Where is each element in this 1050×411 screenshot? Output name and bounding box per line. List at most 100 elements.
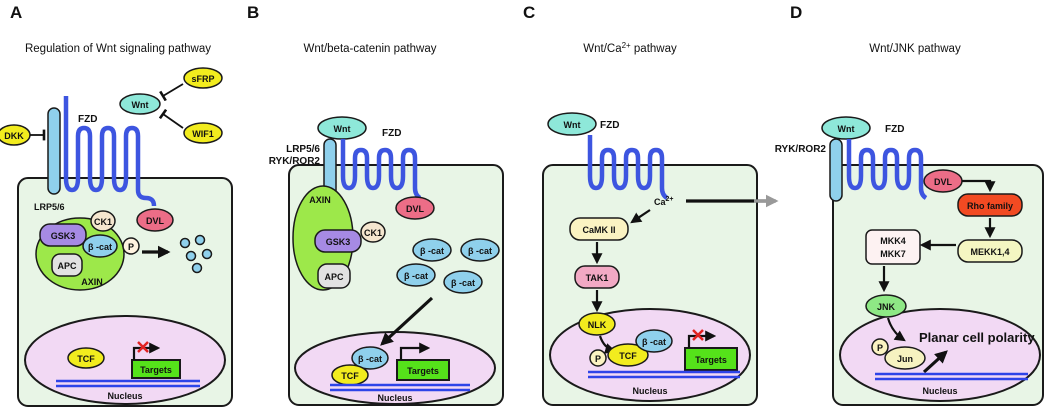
- panel-b: B Wnt/beta-catenin pathway Wnt LRP5/6 RY…: [247, 3, 504, 406]
- panel-d-fzd-label: FZD: [885, 124, 904, 135]
- panel-d-mkk4-label: MKK4: [880, 236, 906, 246]
- panel-a-tcf: [67, 347, 105, 369]
- panel-d-mekk: [957, 239, 1023, 263]
- panel-b-dvl: [395, 196, 435, 220]
- panel-d-letter: D: [790, 3, 802, 22]
- panel-a-title: Regulation of Wnt signaling pathway: [25, 43, 211, 55]
- panel-a-gsk3-label: GSK3: [51, 231, 76, 241]
- panel-c-ca-label: Ca2+: [654, 196, 674, 207]
- panel-d-dvl-label: DVL: [934, 177, 953, 187]
- panel-a-targets: [131, 359, 181, 379]
- panel-b-title: Wnt/beta-catenin pathway: [304, 43, 437, 55]
- panel-a-lrp: [47, 107, 61, 195]
- panel-d-rho-label: Rho family: [967, 201, 1013, 211]
- panel-c-nlk: [578, 312, 616, 336]
- panel-c-nlk-label: NLK: [588, 320, 607, 330]
- panel-a-sfrp: [183, 67, 223, 89]
- panel-a-lrp-label: LRP5/6: [34, 202, 65, 212]
- panel-d-phospho: [871, 338, 889, 356]
- panel-a-wif1-label: WIF1: [192, 129, 214, 139]
- panel-b-bcat-1: [412, 238, 452, 262]
- panel-b-nucleus-label: Nucleus: [377, 393, 412, 403]
- panel-b-bcat-2-label: β -cat: [468, 246, 492, 256]
- panel-c-letter: C: [523, 3, 535, 22]
- panel-d-jun: [884, 346, 926, 370]
- panel-b-dvl-label: DVL: [406, 204, 425, 214]
- panel-a-transcription-arrow: [132, 342, 161, 360]
- panel-b-apc-label: APC: [324, 272, 344, 282]
- panel-b-nuclear-bcat-label: β -cat: [358, 354, 382, 364]
- panel-b-bcat-3-label: β -cat: [404, 271, 428, 281]
- panel-a-ck1-label: CK1: [94, 217, 112, 227]
- panel-b-nuclear-bcat: [351, 346, 389, 370]
- panel-a-bcat: [82, 234, 118, 258]
- panel-a-wnt: [119, 93, 161, 115]
- panel-d-wnt-label: Wnt: [838, 124, 855, 134]
- panel-c-bcat: [635, 329, 673, 353]
- panel-b-gsk3: [314, 229, 362, 253]
- panel-c-tak1: [574, 265, 620, 289]
- panel-a-blocked-mark: [137, 341, 149, 353]
- panel-a-fzd-label: FZD: [78, 114, 97, 125]
- panel-d-fzd: [846, 139, 928, 200]
- panel-d-nucleus-label: Nucleus: [922, 386, 957, 396]
- panel-b-apc: [317, 263, 351, 289]
- panel-a-letter: A: [10, 3, 22, 22]
- panel-c-fzd: [587, 135, 669, 200]
- panel-d-jun-label: Jun: [897, 354, 913, 364]
- panel-d-mkk7-label: MKK7: [880, 249, 906, 259]
- panel-a-nucleus-label: Nucleus: [107, 391, 142, 401]
- panel-d-mkk: [865, 229, 921, 265]
- panel-b-bcat-4: [443, 270, 483, 294]
- panel-a-phospho-label: P: [128, 242, 134, 252]
- panel-a-sfrp-label: sFRP: [191, 74, 214, 84]
- panel-b-gsk3-label: GSK3: [326, 237, 351, 247]
- panel-a-axin-label: AXIN: [81, 277, 103, 287]
- panel-b-lrp-label: LRP5/6: [286, 144, 320, 155]
- panel-b-transcription-arrow: [399, 342, 431, 360]
- panel-d-jnk-label: JNK: [877, 302, 896, 312]
- panel-b-axin-label: AXIN: [309, 195, 331, 205]
- panel-b-bcat-1-label: β -cat: [420, 246, 444, 256]
- panel-a-gsk3: [39, 223, 87, 247]
- panel-a-wnt-label: Wnt: [132, 100, 149, 110]
- panel-c: C Wnt/Ca2+ pathway Wnt FZD Ca2+ CaMK II …: [523, 3, 779, 406]
- panel-b-letter: B: [247, 3, 259, 22]
- panel-d-wnt: [821, 116, 871, 140]
- panel-d-phospho-label: P: [877, 343, 883, 353]
- panel-c-tcf: [607, 343, 649, 367]
- panel-c-wnt: [547, 112, 597, 136]
- panel-d-ryk: [829, 138, 843, 202]
- panel-b-tcf-label: TCF: [341, 371, 359, 381]
- panel-b-translocation-arrow: [380, 296, 434, 346]
- panel-b-wnt-label: Wnt: [334, 124, 351, 134]
- panel-c-wnt-label: Wnt: [564, 120, 581, 130]
- panel-d: D Wnt/JNK pathway Wnt RYK/ROR2 FZD DVL R…: [775, 3, 1044, 406]
- panel-d-ryk-label: RYK/ROR2: [775, 144, 827, 155]
- panel-c-tcf-label: TCF: [619, 351, 637, 361]
- panel-b-fzd: [340, 139, 422, 200]
- panel-c-transcription-arrow: [687, 330, 717, 348]
- panel-b-targets: [396, 359, 450, 381]
- panel-b-fzd-label: FZD: [382, 128, 401, 139]
- panel-c-nucleus-label: Nucleus: [632, 386, 667, 396]
- panel-b-ryk-label: RYK/ROR2: [269, 156, 321, 167]
- panel-c-targets: [684, 347, 738, 371]
- panel-a: A Regulation of Wnt signaling pathway Wn…: [0, 3, 233, 407]
- panel-d-pcp-label: Planar cell polarity: [919, 330, 1035, 345]
- panel-b-targets-label: Targets: [407, 366, 439, 376]
- panel-a-wif1-inhibition: [158, 108, 184, 129]
- panel-a-wif1: [183, 122, 223, 144]
- panel-a-degraded-fragments: [179, 234, 213, 274]
- panel-c-phospho: [589, 349, 607, 367]
- panel-c-bcat-label: β -cat: [642, 337, 666, 347]
- panel-b-bcat-2: [460, 238, 500, 262]
- panel-c-fzd-label: FZD: [600, 120, 619, 131]
- panel-d-title: Wnt/JNK pathway: [869, 43, 961, 55]
- panel-a-fzd: [63, 96, 157, 207]
- panel-c-camk-label: CaMK II: [582, 225, 615, 235]
- panel-a-sfrp-inhibition: [159, 83, 184, 102]
- panel-b-ck1-label: CK1: [364, 228, 382, 238]
- panel-d-jnk: [865, 294, 907, 318]
